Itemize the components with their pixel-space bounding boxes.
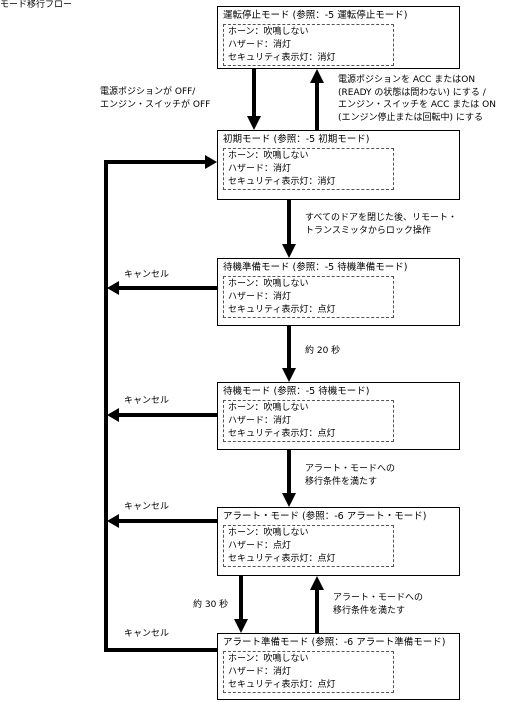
security-status: セキュリティ表示灯：点灯 (228, 680, 336, 690)
note-wait-30: 約 30 秒 (193, 600, 229, 610)
cancel-label: キャンセル (124, 502, 170, 512)
note-line: すべてのドアを閉じた後、リモート・ (305, 213, 458, 223)
security-status: セキュリティ表示灯：消灯 (228, 177, 336, 187)
cancel-arrow-3-head (107, 514, 119, 528)
horn-status: ホーン：吹鳴しない (228, 654, 309, 664)
status-box: ホーン：吹鳴しない ハザード：消灯 セキュリティ表示灯：消灯 (223, 24, 394, 66)
horn-status: ホーン：吹鳴しない (228, 27, 309, 37)
hazard-status: ハザード：消灯 (228, 416, 292, 426)
cancel-label: キャンセル (124, 270, 170, 280)
status-box: ホーン：吹鳴しない ハザード：消灯 セキュリティ表示灯：点灯 (223, 400, 394, 442)
security-status: セキュリティ表示灯：点灯 (228, 554, 336, 564)
note-power-off: 電源ポジションが OFF/ エンジン・スイッチが OFF (100, 86, 210, 111)
note-line: アラート・モードへの (333, 593, 424, 603)
note-line: 移行条件を満たす (305, 476, 378, 487)
mode-box-alert-prep: アラート準備モード (参照：-6 アラート準備モード) ホーン：吹鳴しない ハザ… (217, 633, 460, 700)
status-box: ホーン：吹鳴しない ハザード：消灯 セキュリティ表示灯：点灯 (223, 651, 394, 693)
note-alert-cond-up: アラート・モードへの 移行条件を満たす (333, 592, 423, 617)
arrow-power-off-head (247, 116, 261, 130)
mode-title: 待機モード (参照：-5 待機モード) (223, 386, 370, 397)
note-power-on: 電源ポジションを ACC またはON (READY の状態は問わない) にする … (338, 74, 496, 124)
arrow-power-on-head (310, 69, 324, 83)
note-line: アラート・モードへの (305, 464, 396, 474)
arrow-20s-head (282, 368, 296, 382)
page-title: モード移行フロー (0, 0, 73, 10)
cancel-label: キャンセル (124, 629, 170, 639)
note-line: トランスミッタからロック操作 (305, 225, 431, 236)
note-wait-20: 約 20 秒 (305, 346, 341, 356)
mode-box-standby-prep: 待機準備モード (参照：-5 待機準備モード) ホーン：吹鳴しない ハザード：消… (217, 258, 460, 326)
cancel-arrow-2-head (107, 408, 119, 422)
note-alert-cond-down: アラート・モードへの 移行条件を満たす (305, 463, 395, 488)
mode-box-alert: アラート・モード (参照：-6 アラート・モード) ホーン：吹鳴しない ハザード… (217, 507, 460, 576)
horn-status: ホーン：吹鳴しない (228, 403, 309, 413)
hazard-status: ハザード：消灯 (228, 292, 292, 302)
horn-status: ホーン：吹鳴しない (228, 528, 309, 538)
status-box: ホーン：吹鳴しない ハザード：点灯 セキュリティ表示灯：点灯 (223, 525, 394, 567)
note-line: 電源ポジションが OFF/ (100, 87, 196, 97)
security-status: セキュリティ表示灯：消灯 (228, 53, 336, 63)
status-box: ホーン：吹鳴しない ハザード：消灯 セキュリティ表示灯：点灯 (223, 276, 394, 318)
mode-box-standby: 待機モード (参照：-5 待機モード) ホーン：吹鳴しない ハザード：消灯 セキ… (217, 382, 460, 450)
mode-title: アラート準備モード (参照：-6 アラート準備モード) (223, 637, 446, 648)
note-line: (READY の状態は問わない) にする / (338, 87, 486, 98)
arrow-alert-up-head (310, 576, 324, 590)
note-lock: すべてのドアを閉じた後、リモート・ トランスミッタからロック操作 (305, 212, 457, 237)
mode-title: 初期モード (参照：-5 初期モード) (223, 134, 370, 145)
note-line: 移行条件を満たす (333, 605, 406, 616)
hazard-status: ハザード：消灯 (228, 164, 292, 174)
horn-status: ホーン：吹鳴しない (228, 151, 309, 161)
cancel-arrow-1-head (107, 281, 119, 295)
mode-box-stop: 運転停止モード (参照：-5 運転停止モード) ホーン：吹鳴しない ハザード：消… (217, 6, 460, 69)
mode-title: 待機準備モード (参照：-5 待機準備モード) (223, 262, 408, 273)
mode-title: 運転停止モード (参照：-5 運転停止モード) (223, 10, 408, 21)
note-line: エンジン・スイッチを ACC または ON (338, 100, 496, 110)
horn-status: ホーン：吹鳴しない (228, 279, 309, 289)
cancel-return-arrowhead (205, 155, 217, 169)
note-line: エンジン・スイッチが OFF (100, 99, 211, 110)
hazard-status: ハザード：点灯 (228, 541, 292, 551)
arrow-alert-down-head (282, 493, 296, 507)
status-box: ホーン：吹鳴しない ハザード：消灯 セキュリティ表示灯：消灯 (223, 148, 394, 190)
hazard-status: ハザード：消灯 (228, 667, 292, 677)
security-status: セキュリティ表示灯：点灯 (228, 429, 336, 439)
mode-box-initial: 初期モード (参照：-5 初期モード) ホーン：吹鳴しない ハザード：消灯 セキ… (217, 130, 460, 200)
mode-title: アラート・モード (参照：-6 アラート・モード) (223, 511, 427, 522)
hazard-status: ハザード：消灯 (228, 40, 292, 50)
arrow-lock-head (282, 244, 296, 258)
security-status: セキュリティ表示灯：点灯 (228, 305, 336, 315)
note-line: 電源ポジションを ACC またはON (338, 75, 476, 85)
note-line: (エンジン停止または回転中) にする (338, 112, 483, 123)
arrow-30s-head (234, 619, 248, 633)
cancel-label: キャンセル (124, 396, 170, 406)
